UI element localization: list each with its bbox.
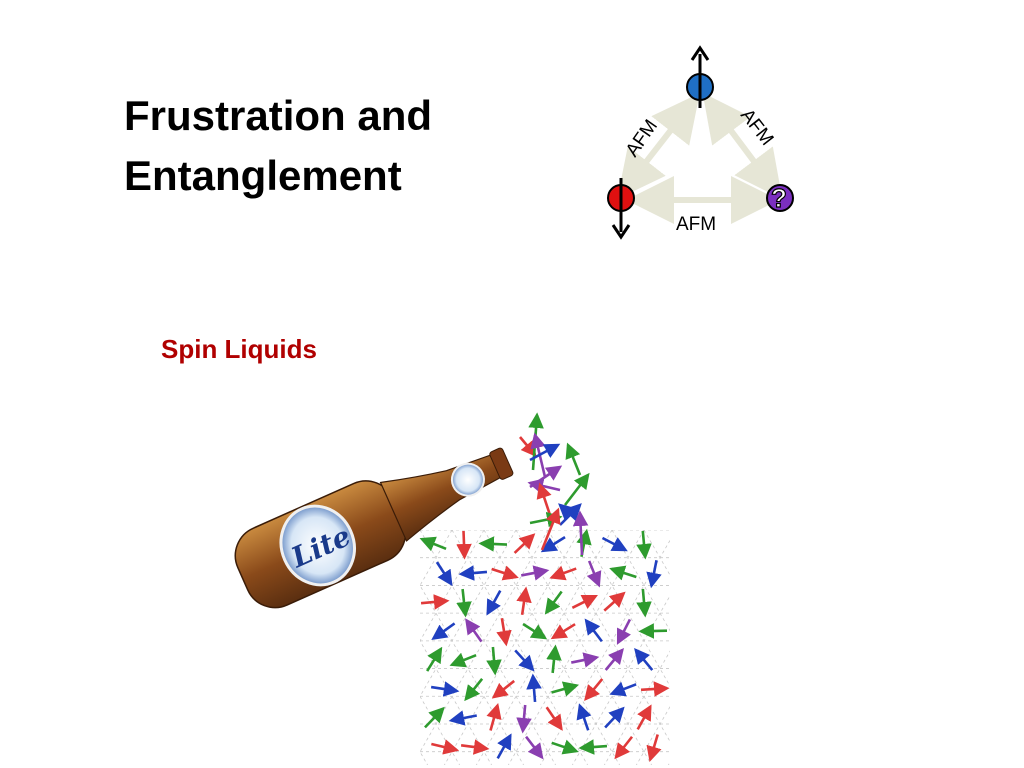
spin-arrow: [603, 591, 626, 612]
spin-arrow: [516, 586, 532, 616]
spin-arrow: [584, 618, 603, 643]
spin-arrow: [636, 704, 652, 731]
spin-up-site: [686, 45, 714, 108]
edge-left-label: AFM: [622, 116, 662, 161]
spin-arrow: [456, 530, 472, 560]
spin-arrow: [526, 673, 542, 703]
spin-arrow: [513, 533, 536, 554]
edge-right: [702, 92, 783, 200]
spin-arrow: [491, 679, 516, 699]
spin-arrow: [419, 536, 447, 552]
spin-arrow: [549, 565, 577, 581]
svg-text:?: ?: [771, 183, 787, 213]
spin-arrow: [616, 618, 632, 645]
spin-arrow: [544, 590, 563, 615]
lattice-spins: [419, 528, 670, 762]
spin-arrow: [636, 530, 652, 560]
pouring-spins: [519, 412, 590, 556]
spin-arrow: [486, 646, 502, 676]
spin-arrow: [514, 649, 535, 672]
spin-arrow: [486, 589, 502, 616]
spin-arrow: [551, 681, 580, 697]
spin-arrow: [496, 733, 512, 759]
spin-arrow: [578, 739, 608, 755]
spin-arrow: [420, 594, 450, 610]
spin-arrow: [550, 623, 576, 640]
spin-arrow: [604, 706, 625, 729]
spin-arrow: [456, 588, 472, 618]
spin-arrow: [636, 588, 652, 618]
spin-arrow: [609, 681, 637, 697]
spin-arrow: [464, 678, 484, 702]
spin-arrow: [545, 706, 563, 731]
slide-title: Frustration and Entanglement: [124, 86, 544, 206]
spin-arrow: [570, 652, 600, 668]
spin-arrow: [646, 734, 662, 762]
beer-bottle: Lite: [234, 447, 514, 609]
spin-arrow: [431, 739, 460, 755]
spin-arrow: [522, 622, 548, 640]
spin-arrow: [435, 561, 453, 587]
spin-arrow: [571, 595, 598, 609]
spin-arrow: [516, 704, 532, 734]
spin-arrow: [458, 565, 488, 581]
spin-arrow: [465, 618, 483, 643]
subtitle-spin-liquids: Spin Liquids: [161, 334, 317, 364]
spin-arrow: [609, 565, 637, 581]
spin-arrow: [640, 681, 670, 697]
spin-arrow: [478, 536, 508, 552]
spin-down-site: [607, 178, 635, 240]
edge-left: [617, 93, 700, 199]
spin-arrow: [448, 710, 478, 726]
spin-arrow: [491, 565, 519, 581]
spin-arrow: [525, 735, 544, 760]
spin-arrow: [486, 702, 502, 731]
spin-arrow: [614, 735, 634, 760]
spin-liquid-illustration: Lite: [234, 412, 670, 765]
spin-arrow: [424, 706, 445, 729]
spin-arrow: [601, 536, 628, 552]
spin-arrow: [638, 623, 668, 639]
spin-arrow: [546, 644, 562, 674]
spin-arrow: [551, 739, 579, 755]
spin-arrow: [496, 617, 512, 647]
spin-arrow: [584, 678, 604, 702]
spin-arrow: [460, 739, 490, 755]
edge-bottom-label: AFM: [676, 214, 716, 235]
spin-arrow: [520, 565, 550, 581]
title-line-1: Frustration and: [124, 92, 433, 139]
spin-arrow: [634, 647, 654, 671]
spin-arrow: [540, 535, 566, 553]
spin-arrow: [426, 646, 443, 672]
spin-arrow: [449, 652, 477, 668]
question-spin-site: ?: [766, 182, 794, 214]
spin-arrow: [604, 648, 624, 671]
title-line-2: Entanglement: [124, 152, 402, 199]
spin-arrow: [431, 622, 456, 641]
spin-arrow: [430, 681, 460, 697]
spin-arrow: [576, 703, 592, 731]
spin-arrow: [586, 560, 602, 588]
frustrated-triangle-diagram: AFM AFM AFM ?: [607, 45, 794, 240]
spin-arrow: [646, 559, 662, 589]
